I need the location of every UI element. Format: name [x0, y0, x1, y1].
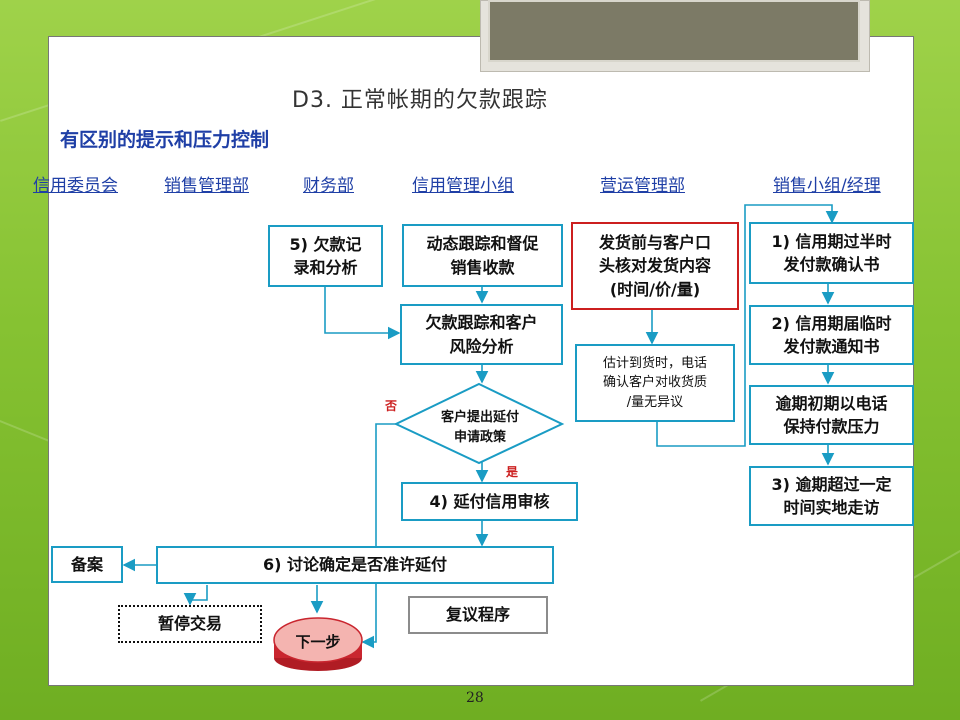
- near-term-label: 2) 信用期届临时 发付款通知书: [771, 313, 892, 356]
- confirm-delivery-box: 发货前与客户口 头核对发货内容 (时间/价/量): [571, 222, 739, 310]
- dynamic-track-box: 动态跟踪和督促 销售收款: [402, 224, 563, 287]
- dept-credit-committee: 信用委员会: [33, 176, 118, 196]
- half-term-label: 1) 信用期过半时 发付款确认书: [771, 231, 892, 274]
- suspend-trade-label: 暂停交易: [157, 614, 222, 634]
- review-procedure-label: 复议程序: [445, 605, 510, 625]
- page-number: 28: [466, 690, 484, 706]
- confirm-delivery-label: 发货前与客户口 头核对发货内容 (时间/价/量): [598, 233, 711, 299]
- dept-operations: 营运管理部: [600, 176, 685, 196]
- discuss-decide-box: 6) 讨论确定是否准许延付: [156, 546, 554, 584]
- review-procedure-box: 复议程序: [408, 596, 548, 634]
- dept-finance: 财务部: [303, 176, 354, 196]
- risk-analysis-box: 欠款跟踪和客户 风险分析: [400, 304, 563, 365]
- record-analysis-label: 5) 欠款记 录和分析: [289, 234, 362, 277]
- arrival-call-label: 估计到货时，电话 确认客户对收货质 /量无异议: [602, 355, 707, 410]
- next-step-label: 下一步: [295, 633, 341, 651]
- dynamic-track-label: 动态跟踪和督促 销售收款: [426, 234, 539, 277]
- record-file-label: 备案: [70, 554, 103, 574]
- slide-header-tab-inner: [488, 0, 860, 62]
- yes-branch-label: 是: [506, 465, 519, 479]
- dept-credit-team: 信用管理小组: [412, 176, 514, 196]
- early-overdue-label: 逾期初期以电话 保持付款压力: [775, 393, 888, 436]
- risk-analysis-label: 欠款跟踪和客户 风险分析: [425, 313, 538, 356]
- overdue-visit-label: 3) 逾期超过一定 时间实地走访: [771, 474, 892, 517]
- dept-sales-team: 销售小组/经理: [773, 176, 881, 196]
- near-term-box: 2) 信用期届临时 发付款通知书: [749, 305, 914, 365]
- suspend-trade-box: 暂停交易: [118, 605, 262, 643]
- discuss-decide-label: 6) 讨论确定是否准许延付: [262, 555, 448, 575]
- record-file-box: 备案: [51, 546, 123, 583]
- no-branch-label: 否: [385, 399, 398, 413]
- extension-review-box: 4) 延付信用审核: [401, 482, 578, 521]
- half-term-box: 1) 信用期过半时 发付款确认书: [749, 222, 914, 284]
- slide-title: D3. 正常帐期的欠款跟踪: [292, 88, 548, 113]
- overdue-visit-box: 3) 逾期超过一定 时间实地走访: [749, 466, 914, 526]
- dept-sales-management: 销售管理部: [164, 176, 249, 196]
- slide-subtitle: 有区别的提示和压力控制: [60, 129, 270, 151]
- arrival-call-box: 估计到货时，电话 确认客户对收货质 /量无异议: [575, 344, 735, 422]
- extension-review-label: 4) 延付信用审核: [429, 491, 550, 511]
- extension-request-label: 客户提出延付 申请政策: [440, 410, 519, 446]
- record-analysis-box: 5) 欠款记 录和分析: [268, 225, 383, 287]
- early-overdue-box: 逾期初期以电话 保持付款压力: [749, 385, 914, 445]
- decision-diamond: [393, 382, 565, 465]
